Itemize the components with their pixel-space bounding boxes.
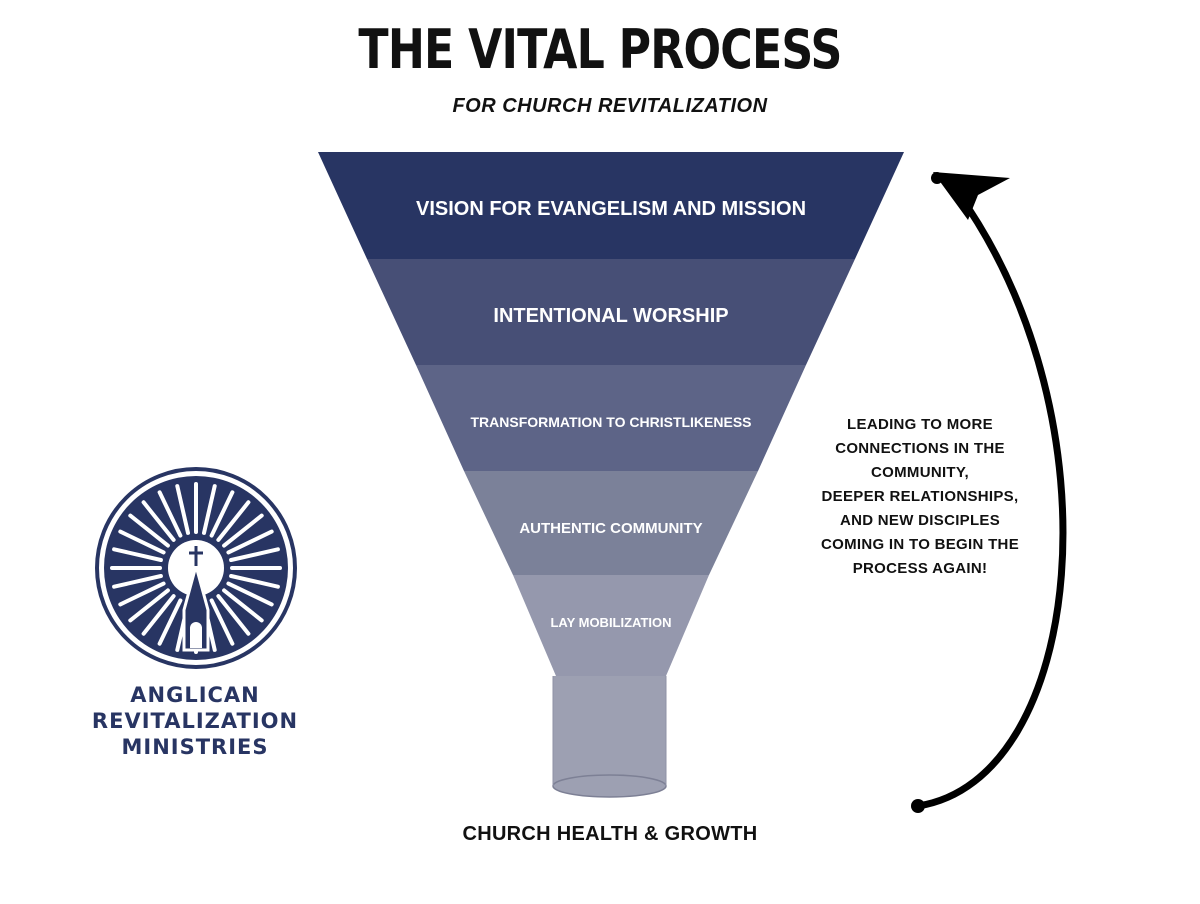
cycle-note-line: CONNECTIONS IN THE <box>835 440 1005 457</box>
logo-ray <box>118 581 166 607</box>
logo-ray <box>216 500 251 542</box>
logo-ray <box>112 547 163 562</box>
logo-ray <box>128 588 170 623</box>
stage-label-1: VISION FOR EVANGELISM AND MISSION <box>416 198 806 220</box>
stage-label-5: LAY MOBILIZATION <box>550 615 671 630</box>
logo-ray <box>141 594 176 636</box>
logo-ray <box>157 490 183 538</box>
funnel-stage-3 <box>416 365 806 471</box>
logo-ray <box>118 529 166 555</box>
cycle-note-line: PROCESS AGAIN! <box>852 560 988 577</box>
anglican-revitalization-logo-icon <box>95 467 297 669</box>
logo-ray <box>112 574 163 589</box>
logo-ray <box>209 598 235 646</box>
logo-ray <box>209 490 235 538</box>
funnel-spout <box>553 676 666 797</box>
logo-ray <box>226 581 274 607</box>
cycle-note-line: LEADING TO MORE <box>847 416 993 433</box>
logo-line: ANGLICAN <box>130 683 260 707</box>
funnel-stage-5 <box>513 575 709 676</box>
cycle-note-line: COMMUNITY, <box>871 464 969 481</box>
stage-label-2: INTENTIONAL WORSHIP <box>493 305 728 327</box>
logo-ray <box>128 513 170 548</box>
cycle-arrow <box>911 172 1067 813</box>
page-title: THE VITAL PROCESS <box>358 18 842 81</box>
logo-line: MINISTRIES <box>121 735 269 759</box>
logo-ray <box>229 547 280 562</box>
stage-label-3: TRANSFORMATION TO CHRISTLIKENESS <box>470 414 751 430</box>
logo-ray <box>141 500 176 542</box>
page-subtitle: FOR CHURCH REVITALIZATION <box>452 95 768 117</box>
funnel-stage-1 <box>318 152 904 259</box>
funnel <box>318 152 904 798</box>
logo-ray <box>202 484 217 535</box>
cycle-note-line: DEEPER RELATIONSHIPS, <box>821 488 1019 505</box>
logo-ray <box>175 484 190 535</box>
cycle-note: LEADING TO MORE CONNECTIONS IN THE COMMU… <box>800 413 1040 581</box>
logo-ray <box>222 588 264 623</box>
logo-ray <box>226 529 274 555</box>
logo-ray <box>216 594 251 636</box>
logo-ray <box>229 574 280 589</box>
logo-wordmark: ANGLICAN REVITALIZATION MINISTRIES <box>70 682 320 760</box>
funnel-output-label: CHURCH HEALTH & GROWTH <box>462 823 758 845</box>
funnel-stage-4 <box>464 471 758 575</box>
logo-ray <box>157 598 183 646</box>
logo-ray <box>222 513 264 548</box>
cycle-note-line: COMING IN TO BEGIN THE <box>821 536 1019 553</box>
funnel-stage-2 <box>367 259 855 365</box>
stage-label-4: AUTHENTIC COMMUNITY <box>519 520 702 537</box>
arrow-head-icon <box>933 172 1010 220</box>
cycle-note-line: AND NEW DISCIPLES <box>839 512 1001 529</box>
logo-line: REVITALIZATION <box>91 709 299 733</box>
